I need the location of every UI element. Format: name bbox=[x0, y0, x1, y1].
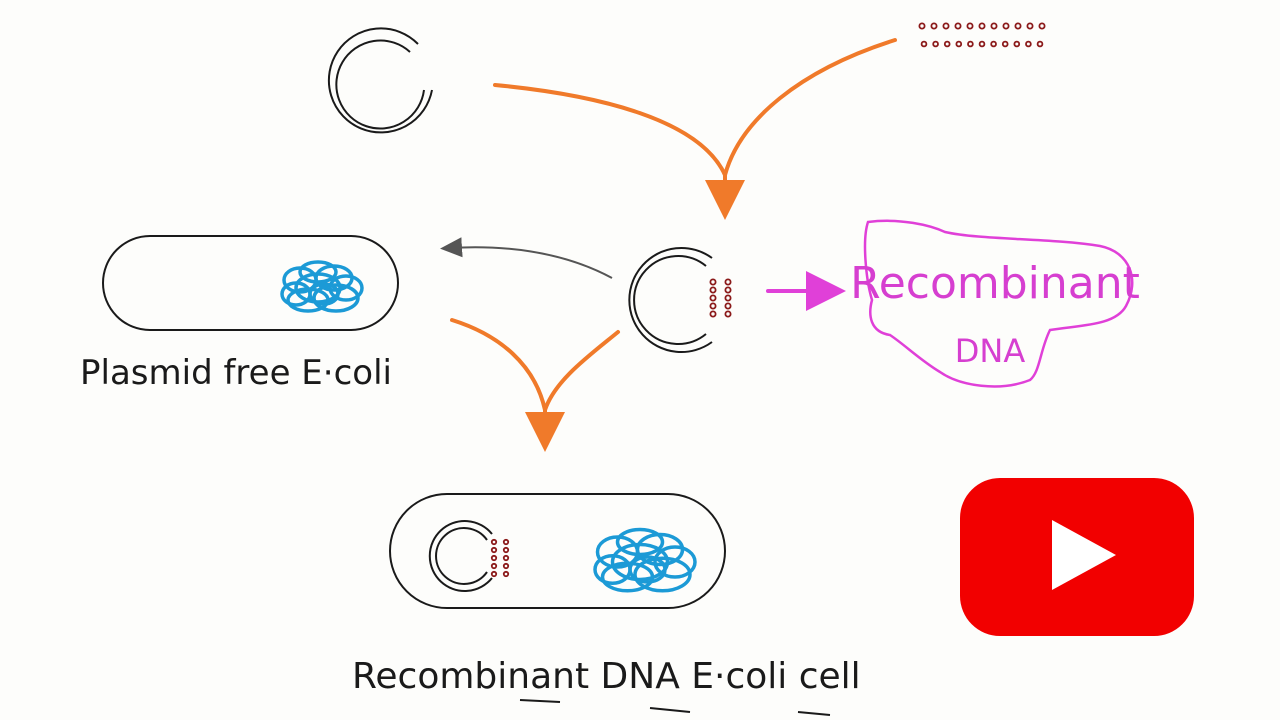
dna-dot bbox=[932, 40, 939, 48]
dna-dot bbox=[709, 294, 717, 302]
dna-dot bbox=[709, 286, 717, 294]
chromosome-loop bbox=[328, 274, 364, 302]
dna-dot bbox=[943, 40, 951, 48]
chromosome-loop bbox=[653, 545, 697, 579]
dna-dot bbox=[490, 562, 498, 570]
dna-dot bbox=[978, 22, 986, 30]
dna-dot bbox=[1001, 40, 1009, 48]
transfer-arrow bbox=[440, 237, 613, 279]
underline-marks bbox=[519, 699, 831, 716]
dna-dot bbox=[502, 562, 510, 570]
callout-line-1: Recombinant bbox=[850, 258, 1140, 309]
dna-dot bbox=[1025, 40, 1032, 48]
dna-dot bbox=[1038, 22, 1046, 30]
dna-dot bbox=[490, 554, 498, 562]
dna-dot bbox=[1002, 22, 1010, 30]
inserted-dna-dots bbox=[490, 538, 510, 578]
chromosome-loop bbox=[593, 554, 632, 585]
dna-dot bbox=[1013, 40, 1021, 48]
dna-dot bbox=[502, 538, 510, 546]
dna-dot bbox=[502, 546, 510, 554]
dna-dot bbox=[1026, 22, 1034, 30]
label-recombinant-cell: Recombinant DNA E·coli cell bbox=[352, 656, 861, 697]
combine-arrows-top bbox=[493, 38, 897, 220]
bacterial-chromosome bbox=[593, 527, 697, 593]
open-plasmid bbox=[327, 27, 433, 134]
chromosome-loop bbox=[615, 527, 665, 557]
dna-dot bbox=[930, 22, 938, 30]
dna-dot bbox=[490, 538, 498, 546]
callout-line-2: DNA bbox=[955, 332, 1026, 370]
dna-dot bbox=[990, 40, 997, 48]
dna-dot bbox=[502, 570, 510, 578]
bacterial-chromosome bbox=[280, 260, 364, 313]
dna-dot bbox=[967, 40, 974, 48]
dna-dot bbox=[1014, 22, 1022, 30]
dna-dot bbox=[490, 570, 498, 578]
dna-dot bbox=[955, 40, 963, 48]
dna-dot bbox=[942, 22, 950, 30]
inserted-dna-dots bbox=[709, 278, 732, 318]
recombinant-plasmid bbox=[628, 247, 732, 353]
dna-dot bbox=[724, 286, 732, 294]
recombinant-ecoli-cell bbox=[389, 493, 726, 609]
dna-dot bbox=[954, 22, 962, 30]
label-plasmid-free: Plasmid free E·coli bbox=[80, 353, 392, 393]
plasmid-free-ecoli bbox=[102, 235, 399, 331]
dna-dot bbox=[918, 22, 926, 30]
dna-dot bbox=[724, 294, 732, 302]
dna-dot bbox=[490, 546, 498, 554]
dna-dot bbox=[920, 40, 928, 48]
dna-dot bbox=[966, 22, 974, 30]
recombinant-dna-callout: Recombinant DNA bbox=[850, 219, 1140, 388]
dna-dot bbox=[709, 310, 717, 318]
dna-dot bbox=[978, 40, 986, 48]
dna-dot bbox=[502, 554, 510, 562]
chromosome-loop bbox=[298, 260, 338, 284]
dna-dot bbox=[990, 22, 998, 30]
dna-dot bbox=[724, 302, 732, 310]
dna-dot bbox=[709, 278, 717, 286]
youtube-logo-icon[interactable] bbox=[960, 478, 1194, 636]
chromosome-loop bbox=[280, 281, 312, 307]
combine-arrows-bottom bbox=[450, 318, 620, 452]
dna-dot bbox=[724, 310, 732, 318]
dna-dot bbox=[724, 278, 732, 286]
foreign-dna-fragment bbox=[918, 22, 1046, 48]
chromosome-loop bbox=[633, 556, 692, 593]
dna-dot bbox=[709, 302, 717, 310]
dna-dot bbox=[1036, 40, 1044, 48]
